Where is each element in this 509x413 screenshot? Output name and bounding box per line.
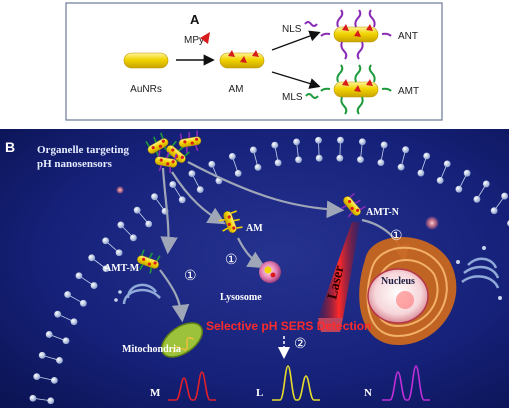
nucleus-label: Nucleus — [381, 276, 415, 287]
ant-label: ANT — [398, 31, 418, 42]
spectrum-n-label: N — [364, 387, 372, 399]
step-1-marker: ① — [390, 229, 403, 244]
lysosome — [259, 261, 281, 283]
mitochondria-label: Mitochondria — [122, 344, 181, 355]
step-2-marker: ② — [294, 337, 307, 352]
aunr-rod — [124, 53, 168, 68]
am-label-b: AM — [246, 223, 263, 234]
title-line-2: pH nanosensors — [37, 158, 113, 170]
panel-a-label: A — [190, 12, 200, 27]
aunrs-label: AuNRs — [130, 84, 162, 95]
am-label-a: AM — [229, 84, 244, 95]
amt-m-label: AMT-M — [104, 263, 140, 274]
amt-n-label: AMT-N — [366, 207, 400, 218]
lysosome-label: Lysosome — [220, 292, 262, 303]
nls-label: NLS — [282, 24, 302, 35]
mls-label: MLS — [282, 92, 303, 103]
step-1-marker: ① — [184, 269, 197, 284]
spectrum-l-label: L — [256, 387, 263, 399]
mpy-label: MPy — [184, 35, 204, 46]
glow-dot — [116, 186, 124, 194]
panel-b-label: B — [5, 139, 15, 155]
glow-dot — [425, 216, 439, 230]
detection-label: Selective pH SERS Detection — [206, 319, 371, 333]
amt-label: AMT — [398, 86, 419, 97]
spectrum-m-label: M — [150, 387, 161, 399]
step-1-marker: ① — [225, 253, 238, 268]
title-line-1: Organelle targeting — [37, 144, 129, 156]
